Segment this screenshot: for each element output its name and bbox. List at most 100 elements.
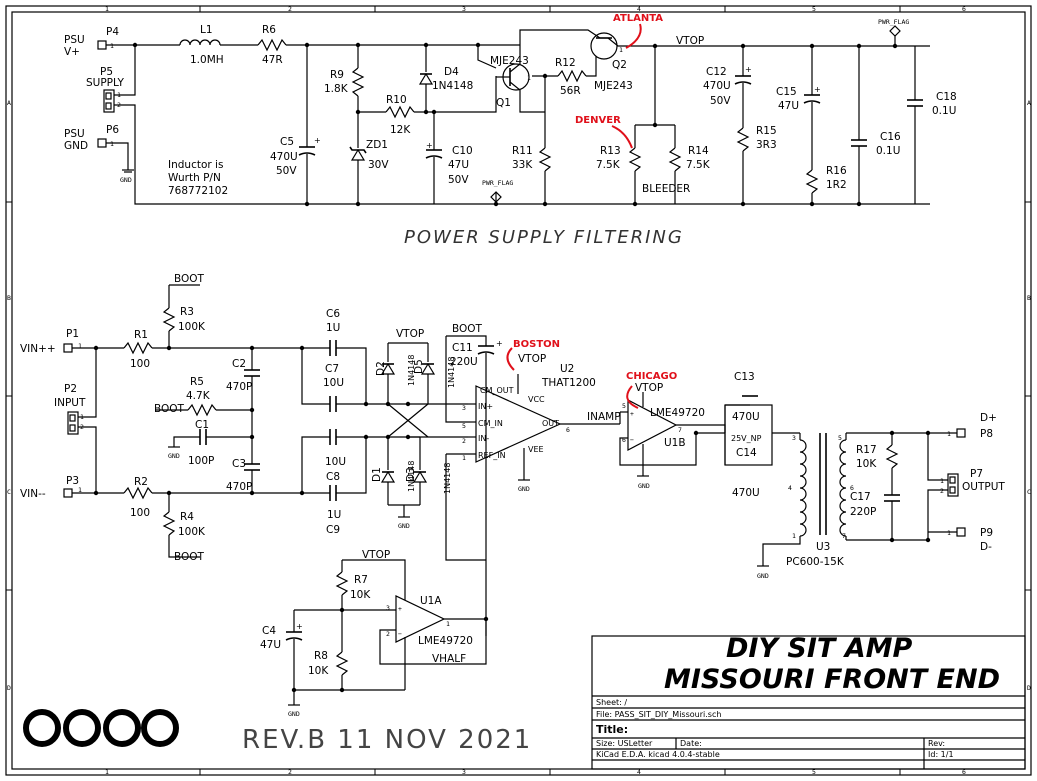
capacitor-c18: C18 0.1U [907,46,957,204]
schematic-label: D1 [371,467,383,482]
schematic-label: R7 [354,574,368,586]
schematic-label: OUT [542,419,559,428]
ic-u1a: +− U1A LME49720 VHALF 32 1 [379,586,489,690]
schematic-label: 1N4148 [443,463,452,494]
resistor-r4: BOOT R4 100K [162,493,206,563]
capacitor-c8: 10U C8 [325,429,346,483]
schematic-label: R12 [555,57,576,69]
schematic-label: R17 [856,444,877,456]
svg-text:1: 1 [947,529,951,537]
svg-text:1: 1 [78,342,82,350]
svg-text:2: 2 [940,487,944,495]
svg-text:7: 7 [678,426,682,434]
resistor-r10: R10 12K [385,94,415,136]
title-line-2: MISSOURI FRONT END [664,664,1000,695]
schematic-label: D+ [980,412,997,424]
schematic-label: P8 [980,428,993,440]
row-label: D [7,684,11,692]
svg-text:2: 2 [462,437,466,445]
connector-p8: D+ P8 1 [947,412,997,440]
schematic-label: C10 [452,145,473,157]
schematic-label: U1A [420,595,442,607]
resistor-r8: R8 10K [308,610,349,690]
row-label: C [7,488,11,496]
schematic-label: GND [64,140,88,152]
svg-text:6: 6 [622,436,626,444]
ic-u1b: +− U1B LME49720 56 7 VTOP GND [619,382,726,490]
schematic-label: 470U [270,151,298,163]
power-supply-section: P4 PSU V+ 1 P5 SUPPLY 12 P6 PSU GND 1 GN… [64,18,957,248]
resistor-r11: R11 33K [512,76,552,204]
schematic-label: C17 [850,491,871,503]
resistor-r15: R15 3R3 [736,125,777,204]
svg-text:3: 3 [792,434,796,442]
capacitor-c13: C13 470U [732,371,760,423]
title-line-1: DIY SIT AMP [726,633,912,664]
schematic-label: C18 [936,91,957,103]
schematic-label: GND [288,710,300,718]
schematic-label: C16 [880,131,901,143]
schematic-label: 50V [276,165,297,177]
svg-text:−: − [398,630,402,638]
bleeder-label: BLEEDER [642,183,690,195]
capacitor-c9: 1U C9 [326,485,341,536]
schematic-label: PWR_FLAG [482,179,513,187]
resistor-r9: R9 1.8K [324,45,365,148]
svg-text:+: + [314,136,321,145]
schematic-label: BOOT [174,273,205,285]
schematic-label: C13 [734,371,755,383]
schematic-label: 7.5K [596,159,621,171]
schematic-label: 1R2 [826,179,847,191]
schematic-label: C7 [325,363,339,375]
col-label: 6 [962,5,966,13]
schematic-label: MJE243 [594,80,633,92]
schematic-label: GND [168,452,180,460]
diode-d2: D2 1N4148 [375,343,416,404]
svg-text:3: 3 [386,604,390,612]
row-label: B [1027,294,1031,302]
svg-text:+: + [398,605,402,613]
rev-field: Rev: [928,739,945,748]
capacitor-c10: + C10 47U 50V [425,112,473,204]
svg-text:+: + [426,141,433,150]
schematic-label: VTOP [635,382,663,394]
inductor-l1: L1 1.0MH [179,24,224,66]
capacitor-c3: C3 470P [226,410,260,493]
pwr-flag-top: PWR_FLAG [878,18,909,46]
schematic-label: 10K [308,665,329,677]
schematic-label: P2 [64,383,77,395]
net-inamp: INAMP [587,411,621,423]
date-field: Date: [680,739,702,748]
schematic-label: 1N4148 [407,355,416,386]
schematic-label: 220P [850,506,876,518]
connector-p2: P2 INPUT 12 [54,383,86,435]
schematic-label: 12K [390,124,411,136]
schematic-label: 56R [560,85,581,97]
svg-text:6: 6 [566,426,570,434]
schematic-label: D4 [444,66,459,78]
capacitor-c11: BOOT + C11 220U [446,323,503,392]
schematic-label: P3 [66,475,79,487]
schematic-label: 100 [130,507,150,519]
schematic-label: R9 [330,69,344,81]
schematic-label: P5 [100,66,113,78]
schematic-label: D3 [405,467,417,482]
schematic-label: 100P [188,455,214,467]
schematic-label: C2 [232,358,246,370]
schematic-label: 33K [512,159,533,171]
schematic-label: C4 [262,625,276,637]
transistor-q2: Q2 MJE243 1 [519,29,650,92]
schematic-label: LME49720 [650,407,705,419]
schematic-label: C8 [326,471,340,483]
resistor-r12: R12 56R [555,57,587,97]
schematic-label: 1.0MH [190,54,224,66]
schematic-label: R4 [180,511,194,523]
svg-text:1: 1 [527,74,531,82]
resistor-r14: R14 7.5K [668,125,711,204]
schematic-label: VTOP [518,353,546,365]
schematic-label: 3R3 [756,139,777,151]
schematic-label: 30V [368,159,389,171]
resistor-r13: R13 7.5K [596,125,642,204]
schematic-label: 470P [226,381,252,393]
schematic-label: C15 [776,86,797,98]
